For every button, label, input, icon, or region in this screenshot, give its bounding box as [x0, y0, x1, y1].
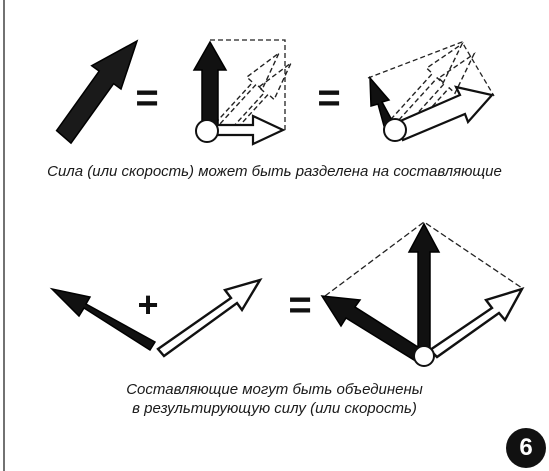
component-arrow-solid — [49, 287, 157, 352]
origin-point — [195, 119, 219, 143]
combined-component-hollow — [428, 286, 525, 359]
equals-sign-3: = — [288, 283, 311, 327]
long-component-arrow — [396, 85, 495, 142]
force-arrow — [55, 39, 139, 145]
component-arrow-hollow — [156, 278, 263, 358]
rectangle-decomposition — [192, 39, 292, 146]
resultant-arrow-shadow — [226, 62, 292, 136]
resultant-arrow-dashed-rotated — [389, 41, 464, 126]
page-number-badge: 6 — [506, 428, 546, 468]
horizontal-component-arrow — [214, 114, 286, 146]
origin-point-rotated — [383, 118, 407, 142]
dashed-rectangle — [210, 39, 286, 130]
plus-sign: + — [137, 284, 158, 325]
vertical-component-arrow — [192, 40, 228, 129]
resultant-arrow-dashed — [214, 52, 280, 126]
caption-combine: Составляющие могут быть объединены в рез… — [0, 380, 549, 418]
short-component-arrow — [369, 75, 396, 127]
combined-component-solid — [320, 295, 423, 362]
caption-combine-line2: в результирующую силу (или скорость) — [132, 400, 417, 417]
equals-sign-1: = — [135, 76, 158, 120]
combined-result — [320, 221, 525, 367]
origin-point-combined — [413, 345, 435, 367]
caption-split: Сила (или скорость) может быть разделена… — [47, 163, 502, 180]
resultant-arrow — [407, 222, 441, 353]
dashed-parallelogram-sides — [324, 221, 523, 297]
dashed-parallelogram — [367, 41, 495, 97]
caption-combine-line1: Составляющие могут быть объединены — [126, 381, 423, 398]
rotated-decomposition — [367, 41, 495, 142]
equals-sign-2: = — [317, 76, 340, 120]
